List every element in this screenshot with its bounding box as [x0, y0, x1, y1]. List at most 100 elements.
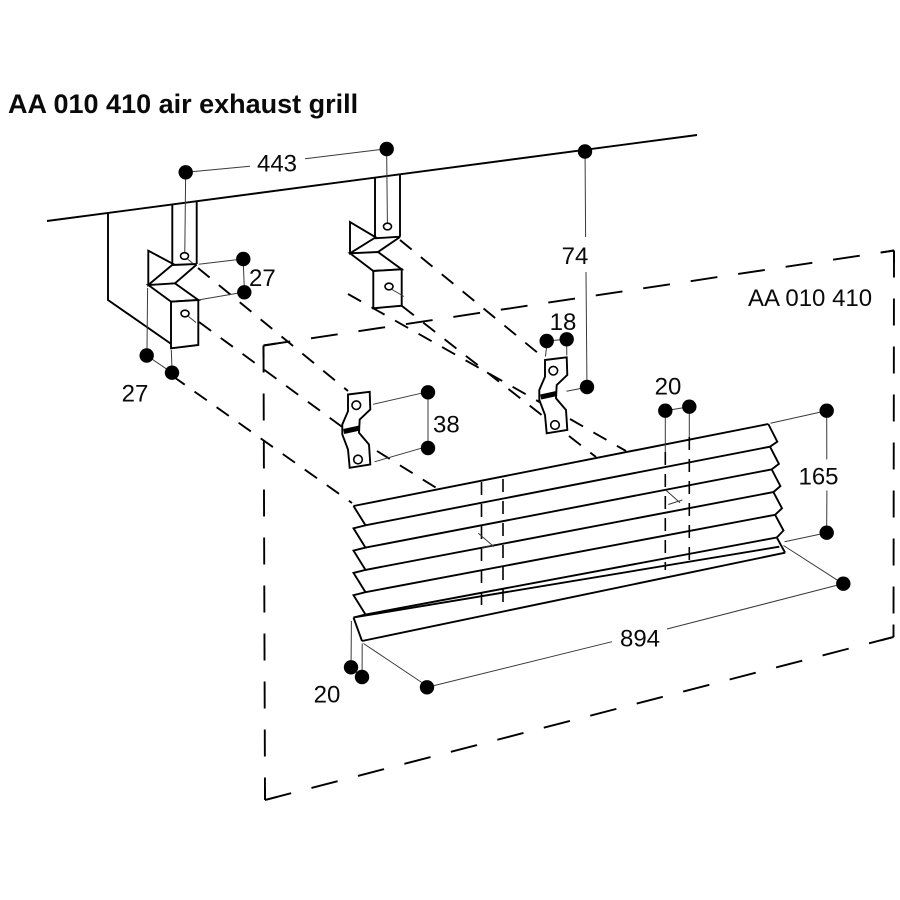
hidden-clip-right-lines [664, 437, 691, 570]
panel-label: AA 010 410 [748, 285, 872, 312]
hidden-clip-left-lines [480, 479, 504, 607]
hidden-clip-right-stubs [664, 413, 690, 452]
dim-74-line [566, 158, 588, 392]
dim-38-label: 38 [433, 412, 460, 439]
bracket-left-top-face [145, 282, 202, 303]
dim-74-dot-bottom [579, 379, 595, 395]
dim-20-bottom-dot-1 [343, 660, 359, 675]
panel-outline-dashed [262, 249, 895, 801]
hidden-clip-left-break [477, 532, 496, 549]
bracket-right-strap [374, 174, 401, 240]
dim-27-top-line [198, 259, 245, 301]
grill-right-edge-zigzag [767, 423, 786, 554]
bracket-right-strap-hole [382, 222, 393, 231]
bracket-left-strap-hole-tick [187, 258, 194, 264]
dim-20-bottom-dot-2 [354, 669, 370, 685]
dim-443: 443 [178, 141, 394, 253]
bracket-left-front-face [170, 298, 200, 350]
dim-20-top-dot-right [682, 399, 697, 414]
dim-74-dot-top [577, 144, 593, 159]
bracket-right-top-face [347, 251, 405, 272]
ceiling-line [46, 134, 698, 222]
bracket-left [145, 201, 202, 350]
bracket-left-back-edge [174, 263, 198, 285]
dim-443-label: 443 [257, 151, 297, 178]
dim-74: 74 [562, 144, 595, 395]
dim-74-label: 74 [562, 243, 589, 270]
clip-right-top-hole [548, 365, 559, 376]
dashed-line-bracket2-box-to-grill [401, 305, 597, 458]
dim-18: 18 [539, 309, 577, 357]
clip-left-bottom-hole [352, 454, 364, 465]
hidden-construction-lines [171, 239, 627, 504]
dim-165-dot-top [819, 403, 834, 418]
bracket-right-front-hole [384, 282, 394, 291]
dim-443-line [192, 149, 380, 173]
dim-165: 165 [770, 403, 839, 543]
panel-outline-left [262, 345, 266, 801]
dim-894: 894 [363, 545, 851, 695]
bracket-right-back-edge [377, 236, 401, 253]
dashed-line-bracket2-box2-to-grill [347, 293, 627, 452]
clip-right-bottom-hole [549, 419, 561, 431]
dim-27-top-dot-2 [237, 285, 252, 300]
dim-443-dot-left [178, 165, 193, 180]
bracket-right-fin [349, 220, 378, 256]
dim-38-dot-top [420, 385, 436, 400]
dim-165-dot-bottom [819, 525, 834, 540]
dim-38: 38 [372, 385, 460, 463]
dim-18-dot-right [559, 332, 574, 347]
grill-left-edge-zigzag [352, 505, 367, 619]
dim-894-dot-right [836, 576, 851, 591]
dim-20-top-dot-left [658, 403, 673, 418]
grill [352, 423, 786, 642]
dim-27-top-label: 27 [249, 265, 276, 292]
dim-27-top-dot-1 [236, 251, 251, 267]
panel-outline-bottom [264, 636, 894, 801]
dim-18-label: 18 [550, 309, 577, 336]
dim-20-top-label: 20 [655, 374, 682, 401]
dashed-line-bracket2-to-clip2 [399, 239, 545, 359]
dim-894-line [363, 545, 839, 687]
dim-20-top: 20 [655, 374, 697, 418]
clip-left-top-hole [351, 400, 362, 411]
clip-right-slot [540, 391, 558, 400]
dim-27-bottom: 27 [122, 287, 180, 408]
dim-27-bottom-dot-1 [139, 348, 154, 363]
bracket-right-front-hole-tick [391, 289, 405, 297]
bracket-left-front-hole-tick [188, 316, 197, 323]
dim-27-top: 27 [198, 251, 276, 301]
dashed-line-bracket1-box-to-grill [198, 321, 439, 490]
dim-18-dot-left [539, 333, 554, 349]
clip-left [341, 390, 372, 469]
clip-left-slot [343, 425, 361, 434]
dashed-line-bracket1-to-clip1 [197, 267, 349, 392]
dim-165-label: 165 [798, 464, 838, 491]
dim-20-bottom: 20 [314, 620, 370, 709]
dim-27-bottom-dot-2 [164, 365, 180, 380]
page-title: AA 010 410 air exhaust grill [8, 89, 358, 119]
dim-38-line [372, 392, 429, 463]
grill-bottom-edges [352, 545, 786, 642]
dim-20-bottom-label: 20 [314, 682, 341, 709]
grill-slat-lines [353, 423, 777, 616]
dim-894-dot-left [419, 680, 435, 695]
bracket-left-fin [147, 249, 175, 288]
clip-right [538, 356, 569, 435]
wall-outline [107, 213, 178, 349]
dim-38-dot-bottom [420, 440, 436, 456]
bracket-right [347, 174, 405, 310]
dim-894-label: 894 [620, 626, 660, 653]
dim-165-line [770, 411, 828, 543]
dim-27-bottom-label: 27 [122, 381, 149, 408]
grill-hidden-clip-marks [477, 413, 691, 607]
dim-443-dot-right [379, 141, 394, 157]
bracket-left-strap-hole [179, 251, 190, 261]
dim-443-extensions [184, 155, 388, 253]
bracket-left-strap [171, 201, 198, 266]
bracket-left-front-hole [180, 309, 190, 318]
panel-outline-top [263, 249, 895, 347]
panel-outline-right [892, 250, 895, 638]
